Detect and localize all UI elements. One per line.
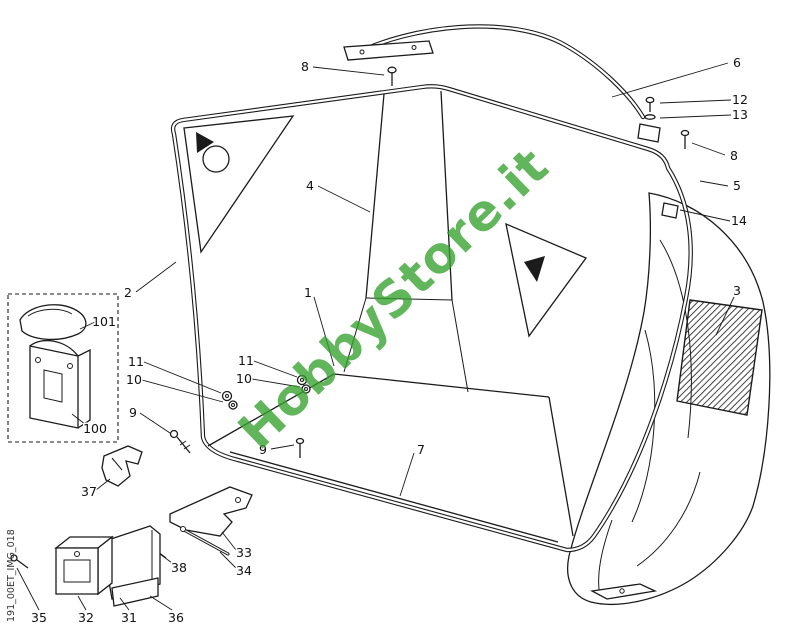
callout-4: 4	[305, 177, 371, 213]
clip-14	[661, 202, 679, 219]
callout-8-right: 8	[691, 142, 740, 165]
callout-label: 36	[168, 610, 184, 625]
frame-tab	[637, 123, 661, 143]
callout-label: 2	[124, 285, 132, 300]
callout-6: 6	[611, 54, 743, 98]
watermark-text: HobbyStore.it	[227, 137, 560, 461]
callout-label: 37	[81, 484, 97, 499]
corner-gusset-left	[183, 115, 295, 254]
callout-2: 2	[123, 261, 177, 302]
callout-label: 9	[259, 442, 267, 457]
screw-9-left-icon	[169, 429, 191, 454]
screw-12-icon	[645, 96, 655, 112]
callout-label: 100	[83, 421, 107, 436]
callout-label: 35	[31, 610, 47, 625]
callout-label: 33	[236, 545, 252, 560]
callout-label: 14	[731, 213, 747, 228]
callout-5: 5	[699, 177, 742, 195]
callout-38: 38	[159, 553, 188, 577]
callout-label: 10	[126, 372, 142, 387]
callout-101: 101	[79, 313, 117, 331]
washer-10-mid-icon	[301, 384, 311, 394]
callout-10-left: 10	[125, 371, 224, 403]
callout-11-left: 11	[127, 353, 222, 394]
callout-label: 38	[171, 560, 187, 575]
callout-label: 1	[304, 285, 312, 300]
bracket-33	[169, 486, 253, 537]
handle-mounting-plate	[343, 40, 434, 61]
callout-label: 13	[732, 107, 748, 122]
callout-36: 36	[149, 595, 185, 627]
screw-8-right-icon	[680, 129, 690, 149]
callout-31: 31	[120, 597, 138, 627]
bracket-101	[19, 304, 87, 341]
callout-34: 34	[219, 551, 253, 580]
side-caption: 191_00ET_IMG_018	[6, 529, 17, 622]
callout-12: 12	[659, 91, 749, 109]
callout-33: 33	[221, 531, 253, 562]
callout-3: 3	[715, 282, 742, 336]
callout-1: 1	[303, 284, 335, 367]
screw-8-top-icon	[387, 66, 397, 86]
callout-32: 32	[77, 595, 95, 627]
callout-label: 9	[129, 405, 137, 420]
callout-label: 8	[301, 59, 309, 74]
screw-35-icon	[10, 554, 29, 569]
callout-label: 4	[306, 178, 314, 193]
callout-label: 10	[236, 371, 252, 386]
callout-9-left: 9	[128, 404, 171, 434]
callout-label: 32	[78, 610, 94, 625]
washer-13-icon	[644, 114, 656, 120]
rod-34	[180, 526, 230, 556]
callout-label: 12	[732, 92, 748, 107]
bag-flap-hatched	[676, 299, 763, 416]
foot-bracket	[589, 583, 658, 600]
floor-frame-lines	[207, 373, 574, 543]
callout-9-mid: 9	[258, 441, 295, 459]
grass-bag	[567, 192, 771, 605]
callout-14: 14	[679, 209, 748, 230]
callout-label: 6	[733, 55, 741, 70]
center-panel-lines	[343, 90, 469, 393]
callout-label: 8	[730, 148, 738, 163]
callout-35: 35	[16, 567, 48, 627]
nut-11-left-icon	[221, 390, 233, 402]
callout-13: 13	[659, 106, 749, 124]
washer-10-left-icon	[228, 400, 238, 410]
bracket-100	[29, 339, 91, 429]
callout-label: 31	[121, 610, 137, 625]
callout-label: 7	[417, 442, 425, 457]
callout-11-mid: 11	[237, 352, 298, 378]
callout-label: 3	[733, 283, 741, 298]
callout-8-top: 8	[300, 58, 385, 76]
callout-37: 37	[80, 478, 111, 501]
bracket-36	[111, 577, 159, 607]
block-32	[54, 535, 114, 596]
corner-gusset-right	[505, 222, 588, 338]
callout-label: 34	[236, 563, 252, 578]
callout-100: 100	[71, 413, 108, 438]
callout-label: 5	[733, 178, 741, 193]
bracket-37	[101, 445, 143, 487]
callout-7: 7	[399, 441, 426, 497]
nut-11-mid-icon	[296, 374, 308, 386]
dashed-detail-box	[7, 293, 119, 443]
callout-10-mid: 10	[235, 370, 301, 388]
callout-label: 11	[238, 353, 254, 368]
callout-label: 101	[92, 314, 116, 329]
callout-label: 11	[128, 354, 144, 369]
screw-9-mid-icon	[295, 437, 305, 458]
